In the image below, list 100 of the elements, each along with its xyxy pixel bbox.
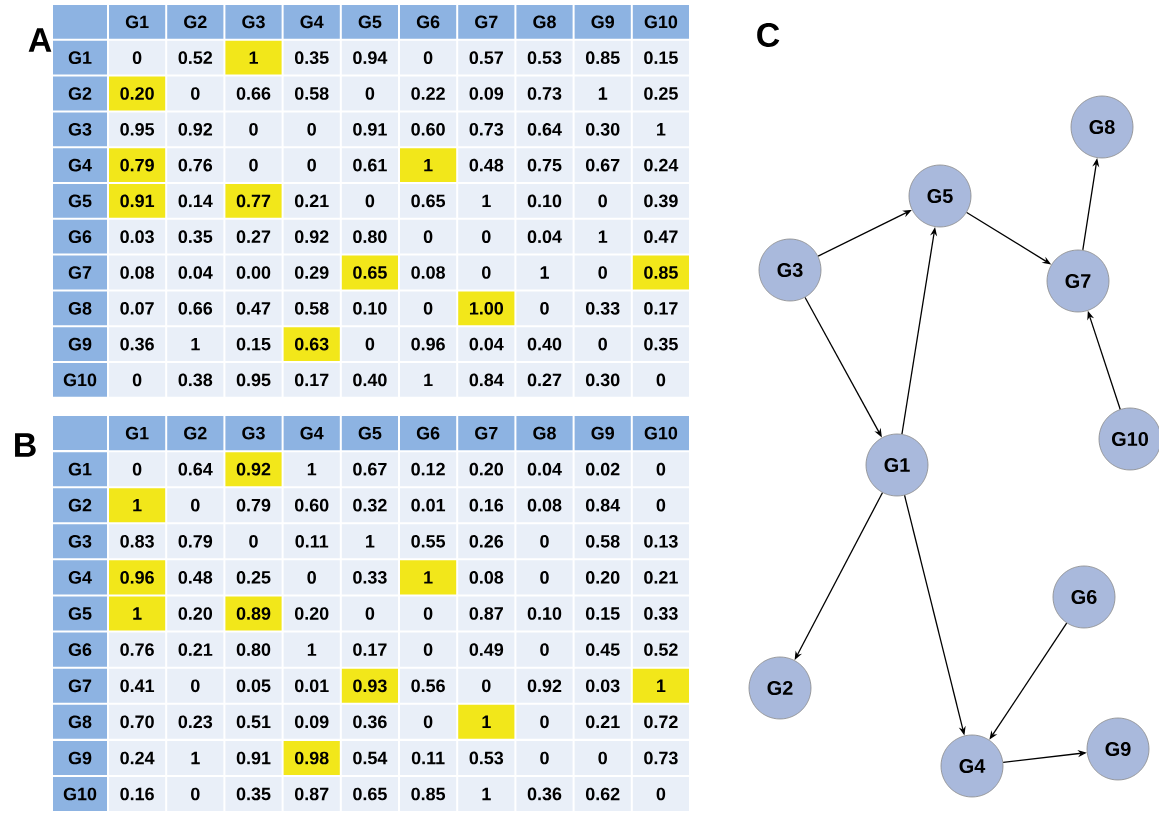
table-cell: 0.08 <box>458 560 515 595</box>
table-cell: 0.35 <box>283 40 340 75</box>
table-cell: 1 <box>458 704 515 739</box>
table-cell: 0.21 <box>283 184 340 218</box>
table-cell: 0.41 <box>109 668 166 703</box>
table-cell: 0.20 <box>458 452 515 487</box>
table-cell: 0.36 <box>109 327 166 361</box>
table-cell: 0.36 <box>516 776 573 812</box>
table-cell: 0.94 <box>341 40 398 75</box>
table-cell: 0.91 <box>109 184 166 218</box>
table-cell: 1 <box>167 740 224 776</box>
table-cell: 0.15 <box>574 596 631 631</box>
table-cell: 0.60 <box>400 112 457 147</box>
table-cell: 0.55 <box>400 524 457 559</box>
table-cell: 0 <box>632 776 689 812</box>
table-cell: 0.64 <box>167 452 224 487</box>
table-cell: 0.53 <box>516 40 573 75</box>
table-cell: 0.14 <box>167 184 224 218</box>
table-cell: 1 <box>283 632 340 667</box>
table-cell: 0.56 <box>400 668 457 703</box>
table-cell: 0.03 <box>109 219 166 254</box>
table-cell: 1 <box>574 76 631 111</box>
table-cell: 0.66 <box>167 291 224 326</box>
header-cell: G10 <box>632 416 689 451</box>
header-cell: G2 <box>167 416 224 451</box>
table-cell: 0.47 <box>225 291 282 326</box>
table-cell: 0.75 <box>516 148 573 182</box>
header-cell: G8 <box>53 291 107 326</box>
table-cell: 0.95 <box>109 112 166 147</box>
table-cell: 0.30 <box>574 112 631 147</box>
table-cell: 0.04 <box>167 255 224 290</box>
table-cell: 0 <box>225 148 282 182</box>
table-cell: 0 <box>283 148 340 182</box>
table-cell: 0.33 <box>574 291 631 326</box>
table-cell: 0.80 <box>225 632 282 667</box>
table-cell: 0 <box>400 40 457 75</box>
table-cell: 0.13 <box>632 524 689 559</box>
table-cell: 0.92 <box>167 112 224 147</box>
table-cell: 0.08 <box>516 488 573 523</box>
header-cell: G6 <box>53 219 107 254</box>
table-cell: 0.96 <box>109 560 166 595</box>
table-cell: 0 <box>574 740 631 776</box>
table-cell: 1 <box>400 560 457 595</box>
table-cell: 0.20 <box>283 596 340 631</box>
table-cell: 0.35 <box>225 776 282 812</box>
table-cell: 0.04 <box>516 219 573 254</box>
header-cell: G5 <box>341 5 398 39</box>
table-cell: 0.45 <box>574 632 631 667</box>
table-cell: 0.20 <box>574 560 631 595</box>
table-cell: 0.25 <box>225 560 282 595</box>
header-cell: G8 <box>516 416 573 451</box>
table-cell: 0.25 <box>632 76 689 111</box>
header-cell: G10 <box>53 776 107 812</box>
table-cell: 0.20 <box>109 76 166 111</box>
table-cell: 0 <box>400 704 457 739</box>
table-cell: 0.49 <box>458 632 515 667</box>
table-cell: 0.04 <box>458 327 515 361</box>
table-cell: 0.32 <box>341 488 398 523</box>
table-cell: 0.29 <box>283 255 340 290</box>
table-cell: 0.79 <box>225 488 282 523</box>
table-cell: 1 <box>400 363 457 397</box>
table-cell: 0.17 <box>341 632 398 667</box>
table-cell: 0.58 <box>283 76 340 111</box>
table-cell: 1 <box>225 40 282 75</box>
table-cell: 0.65 <box>400 184 457 218</box>
header-cell: G3 <box>53 112 107 147</box>
table-cell: 1 <box>458 184 515 218</box>
table-cell: 0.91 <box>341 112 398 147</box>
table-cell: 0.85 <box>574 40 631 75</box>
table-cell: 0 <box>167 776 224 812</box>
table-cell: 0.89 <box>225 596 282 631</box>
table-cell: 0 <box>109 452 166 487</box>
table-cell: 0.17 <box>283 363 340 397</box>
table-cell: 0.96 <box>400 327 457 361</box>
table-cell: 0.10 <box>341 291 398 326</box>
table-cell: 0.80 <box>341 219 398 254</box>
header-cell: G3 <box>53 524 107 559</box>
table-cell: 0.95 <box>225 363 282 397</box>
table-cell: 0 <box>283 560 340 595</box>
table-cell: 0.21 <box>632 560 689 595</box>
table-cell: 1 <box>109 596 166 631</box>
table-cell: 0.87 <box>283 776 340 812</box>
table-cell: 0 <box>400 291 457 326</box>
table-cell: 0 <box>283 112 340 147</box>
table-cell: 0 <box>458 219 515 254</box>
table-cell: 0.40 <box>341 363 398 397</box>
table-cell: 0.17 <box>632 291 689 326</box>
table-cell: 0.39 <box>632 184 689 218</box>
table-cell: 0.08 <box>109 255 166 290</box>
table-cell: 0.70 <box>109 704 166 739</box>
table-cell: 0.21 <box>574 704 631 739</box>
table-cell: 0 <box>400 632 457 667</box>
table-cell: 0.11 <box>283 524 340 559</box>
header-cell: G7 <box>53 255 107 290</box>
header-cell: G1 <box>53 452 107 487</box>
header-cell: G5 <box>53 596 107 631</box>
table-cell: 0.76 <box>109 632 166 667</box>
table-cell: 0.10 <box>516 596 573 631</box>
table-cell: 0.83 <box>109 524 166 559</box>
header-cell: G10 <box>53 363 107 397</box>
